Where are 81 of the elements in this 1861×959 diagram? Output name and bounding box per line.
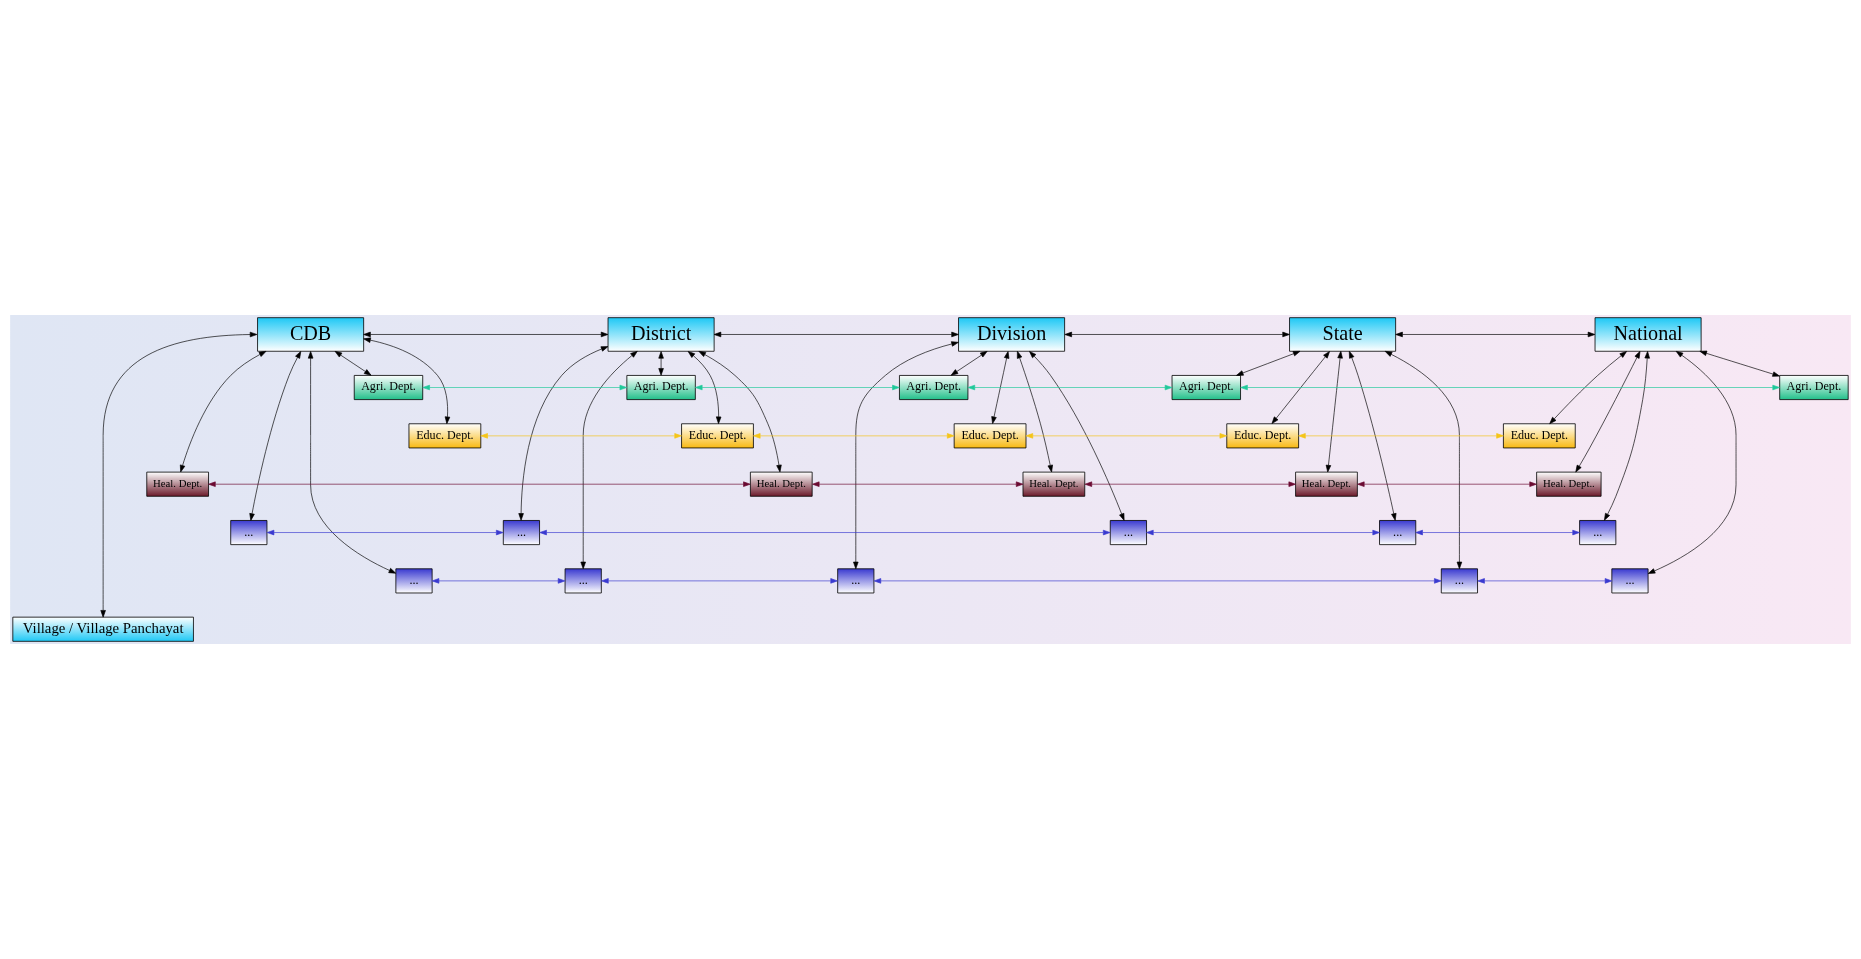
node-box: ... [502,520,540,546]
node-box: Heal. Dept. [750,471,813,497]
node-box: Heal. Dept.. [1536,471,1602,497]
arrow [812,481,1024,487]
node-box: ... [395,568,433,594]
node-box: ... [564,568,602,594]
node-box: Village / Village Panchayat [12,616,194,642]
arrow [1549,351,1627,425]
arrow [1325,350,1343,473]
node-box: National [1594,317,1702,352]
arrow [1604,351,1650,521]
arrow [1348,350,1397,521]
arrow [967,384,1173,391]
node-box: ... [1611,568,1649,594]
arrow [1477,578,1613,584]
node-box: State [1289,317,1397,352]
arrow [698,351,782,473]
node-box: District [607,317,715,352]
node-box: Educ. Dept. [408,423,482,449]
node-box: Educ. Dept. [1226,423,1299,449]
node-box: Educ. Dept. [1503,423,1576,449]
node-box: Agri. Dept. [899,375,969,400]
arrow [100,331,258,618]
arrow [1575,351,1641,473]
node-box: ... [1109,520,1147,546]
arrow [1017,351,1053,473]
node-box: Agri. Dept. [353,375,424,400]
node-box: Division [958,317,1066,352]
arrow [950,351,988,376]
arrow [179,351,267,473]
node-box: ... [1579,520,1617,546]
arrow [873,578,1442,584]
arrow [687,351,722,424]
node-box: Heal. Dept. [1022,471,1086,497]
arrow [307,351,397,574]
arrow [853,341,959,570]
arrow [1236,350,1301,376]
node-box: ... [837,568,875,594]
node-box: Educ. Dept. [681,423,754,449]
arrow [1271,351,1330,424]
arrow [1146,529,1380,536]
arrow [422,384,627,391]
node-box: Agri. Dept. [626,375,696,400]
node-box: Agri. Dept. [1779,375,1849,400]
arrow [1395,331,1596,338]
arrow [1240,384,1780,391]
arrow [601,578,838,584]
arrow [1415,529,1580,536]
node-box: Agri. Dept. [1171,375,1241,400]
arrow [480,433,682,439]
arrow [753,433,955,439]
arrow [431,578,566,584]
arrow [991,351,1010,424]
arrow [1357,481,1537,487]
arrow [1084,481,1296,487]
arrow [1064,331,1290,338]
node-box: Heal. Dept. [146,471,209,497]
arrow [1699,350,1780,377]
arrow [249,351,302,521]
arrow [658,351,664,376]
arrow [1647,351,1737,574]
arrow [363,331,609,338]
node-box: Heal. Dept. [1295,471,1358,497]
arrow [1298,433,1504,439]
arrow [518,346,609,521]
node-box: ... [1440,568,1478,594]
arrow [208,481,751,487]
arrow [1029,351,1125,521]
node-box: ... [1379,520,1417,546]
node-box: Educ. Dept. [953,423,1027,449]
arrow [713,331,959,338]
arrow [539,529,1111,536]
node-box: ... [230,520,268,546]
arrow [1025,433,1227,439]
arrow [334,351,372,376]
node-box: CDB [257,317,365,352]
arrow [580,350,638,570]
arrow [266,529,504,536]
arrow [363,337,451,424]
arrow [695,384,900,391]
arrow [1384,351,1463,570]
